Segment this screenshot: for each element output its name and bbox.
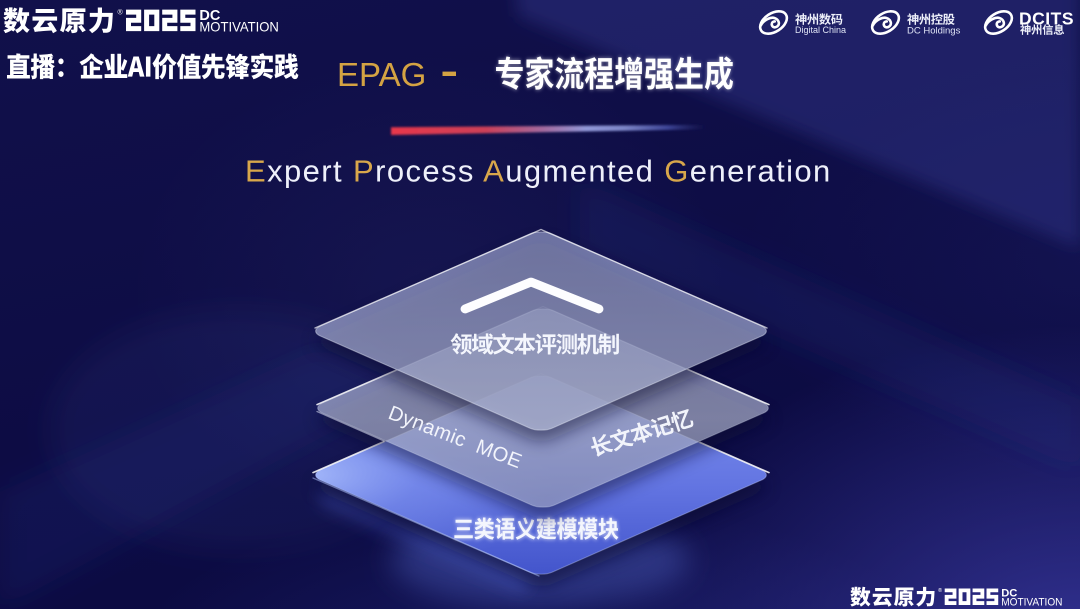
svg-text:®: ® [118, 9, 124, 17]
svg-text:DC: DC [1001, 587, 1017, 599]
svg-text:DCITS: DCITS [1019, 9, 1074, 29]
svg-text:DC: DC [199, 8, 220, 24]
svg-text:MOTIVATION: MOTIVATION [1001, 596, 1062, 608]
svg-text:MOTIVATION: MOTIVATION [199, 20, 279, 35]
svg-text:Expert Process Augmented Gener: Expert Process Augmented Generation [245, 154, 832, 189]
svg-text:EPAG: EPAG [337, 56, 426, 93]
svg-text:Digital China: Digital China [795, 25, 846, 35]
svg-text:®: ® [938, 587, 942, 594]
svg-text:DC Holdings: DC Holdings [907, 26, 961, 37]
